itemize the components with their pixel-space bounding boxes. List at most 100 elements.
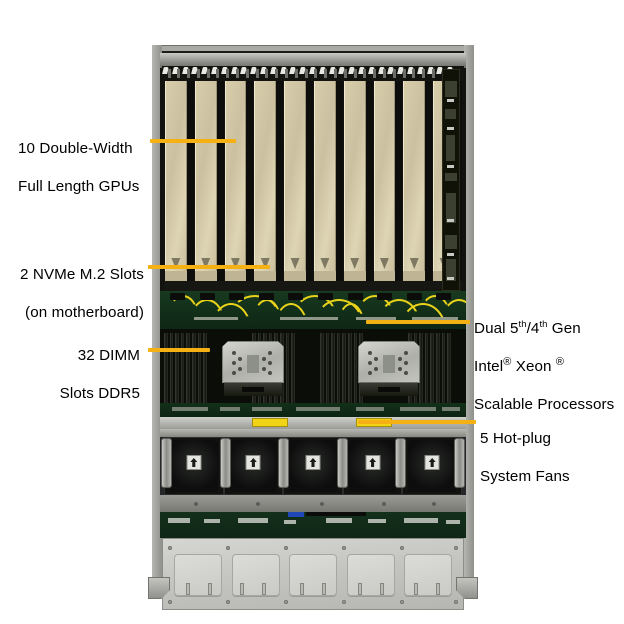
chassis-rail-left <box>152 45 162 585</box>
gpu-card-face <box>313 81 336 281</box>
backplane-component <box>404 518 438 523</box>
fan-base-screw <box>432 502 436 506</box>
callout-fans-line1: 5 Hot-plug <box>480 430 552 447</box>
io-component <box>446 135 455 161</box>
io-component <box>446 193 456 223</box>
gpu-bracket-clip <box>201 66 211 79</box>
gpu-bracket-clip <box>407 66 417 79</box>
heatsink-screw <box>238 357 242 361</box>
registered-mark-icon-1: ® <box>503 355 512 368</box>
heatsink-screw <box>262 367 266 371</box>
cpu-label-2 <box>383 355 395 373</box>
gpu-slot-gap <box>305 81 313 281</box>
gpu-bracket-clip <box>368 66 378 79</box>
io-component <box>446 259 456 281</box>
leader-line-cpu <box>366 320 470 324</box>
fan-handle[interactable] <box>279 439 289 487</box>
chassis-standoff <box>436 583 440 595</box>
gpu-card <box>373 81 403 281</box>
callout-gpus-line1: 10 Double-Width <box>18 140 133 157</box>
gpu-card-face <box>194 81 217 281</box>
gpu-bracket-clip <box>338 66 348 79</box>
fan-handle[interactable] <box>162 439 171 487</box>
gpu-power-connector <box>258 293 274 300</box>
fan-rail <box>160 429 466 437</box>
cpu-base-2 <box>360 382 418 396</box>
gpu-bracket-clips <box>162 66 464 81</box>
panel-emboss <box>404 554 452 596</box>
cpu-label-1 <box>247 355 259 373</box>
gpu-power-connector <box>170 293 185 300</box>
fan-module[interactable] <box>342 437 403 495</box>
dimm-slot <box>325 333 330 405</box>
fan-module[interactable] <box>283 437 343 495</box>
fan-handle[interactable] <box>337 439 347 487</box>
pcb-silkscreen <box>412 317 458 320</box>
gpu-card <box>164 81 194 281</box>
panel-screw <box>168 546 172 550</box>
gpu-card-face <box>403 81 426 281</box>
power-cable <box>336 303 366 331</box>
pcb-silkscreen <box>356 317 396 320</box>
callout-fans-line2: System Fans <box>480 468 570 485</box>
dimm-slot <box>164 333 168 405</box>
callout-dimm-line1: 32 DIMM <box>77 347 140 364</box>
fan-direction-icon <box>245 455 261 470</box>
callout-nvme-line2: (on motherboard) <box>25 304 144 321</box>
gpu-bracket-clip <box>427 66 437 79</box>
gpu-card <box>224 81 254 281</box>
gpu-vendor-logo-icon <box>230 258 240 269</box>
callout-cpu-sup-4th: th <box>539 317 548 329</box>
gpu-power-connector <box>229 293 245 300</box>
callout-cpu-line1: Dual 5th/4th Gen <box>474 319 624 338</box>
heatsink-screw <box>368 361 372 365</box>
dimm-slot <box>336 333 341 405</box>
cpu-heatsink-2 <box>358 341 420 397</box>
heatsink-screw <box>404 371 408 375</box>
backplane-component <box>238 518 268 523</box>
gpu-bracket-clip <box>299 66 309 79</box>
gpu-bracket-clip <box>231 66 241 79</box>
dimm-slot <box>447 333 451 405</box>
gpu-slot-gap <box>395 81 403 281</box>
fan-handle[interactable] <box>220 439 230 487</box>
yellow-tab-left <box>252 418 288 427</box>
fan-handle[interactable] <box>396 439 406 487</box>
fan-module[interactable] <box>223 437 284 495</box>
fan-zone <box>160 417 466 512</box>
fan-module[interactable] <box>402 437 462 495</box>
gpu-vendor-logo-icon <box>409 258 419 269</box>
dimm-bank-3 <box>320 333 363 405</box>
gpu-bracket-clip <box>172 66 182 79</box>
dimm-slot <box>186 333 190 405</box>
leader-line-dimm <box>148 348 210 352</box>
callout-cpu-sup-5th: th <box>518 317 527 329</box>
heatsink-screw <box>268 361 272 365</box>
mb-silkscreen <box>442 407 460 411</box>
gpu-bracket-clip <box>348 66 358 79</box>
chassis-standoff <box>322 583 326 595</box>
gpu-bracket-clip <box>309 66 319 79</box>
gpu-vendor-logo-icon <box>320 258 330 269</box>
io-component <box>445 235 457 249</box>
fan-base-screw <box>382 502 386 506</box>
gpu-slot-gap <box>276 81 284 281</box>
heatsink-screw <box>368 371 372 375</box>
gpu-card-face <box>254 81 277 281</box>
chassis-standoff <box>240 583 244 595</box>
gpu-bay-shadow <box>164 281 462 291</box>
io-indicator <box>447 99 454 102</box>
gpu-power-connector <box>199 293 215 300</box>
gpu-bay <box>160 53 466 291</box>
mb-silkscreen <box>220 407 240 411</box>
heatsink-screw <box>232 351 236 355</box>
panel-emboss <box>289 554 337 596</box>
fan-handle[interactable] <box>455 439 464 487</box>
power-cable <box>294 295 336 315</box>
fan-base-plate <box>160 495 466 512</box>
heatsink-screw <box>232 371 236 375</box>
cpu-dimm-zone <box>160 329 466 417</box>
callout-cpu-gen-pre: Dual 5 <box>474 320 519 337</box>
io-indicator <box>447 127 454 130</box>
fan-module[interactable] <box>164 437 224 495</box>
